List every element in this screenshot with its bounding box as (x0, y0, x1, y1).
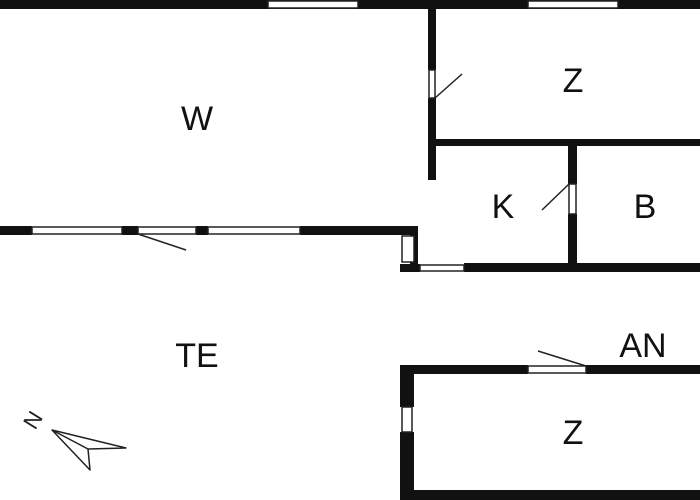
wall-w-te-mid2 (196, 226, 208, 235)
window-stub (401, 235, 415, 263)
room-label-living: W (181, 100, 213, 138)
window-z-top (527, 0, 619, 9)
door-frame-an-z (527, 365, 587, 374)
room-label-kitchen: K (492, 188, 515, 226)
room-label-annex: AN (619, 327, 666, 365)
room-label-bedroom-top: Z (563, 62, 584, 100)
wall-stub-bottom (400, 264, 420, 272)
wall-w-te-right (300, 226, 418, 235)
wall-w-z-lower (428, 98, 436, 180)
wall-w-te-mid (122, 226, 138, 235)
compass-needle-icon (51, 429, 89, 450)
wall-z-lower-top-left (400, 365, 528, 374)
door-frame-k-b (568, 183, 577, 215)
door-leaf-k-b (541, 183, 570, 211)
door-frame-w-te (137, 226, 197, 235)
north-arrow: N (18, 407, 127, 471)
door-leaf-an-z (537, 350, 587, 367)
room-label-bathroom: B (634, 188, 657, 226)
wall-z-lower-bottom (400, 490, 700, 500)
door-frame-w-z (428, 69, 436, 99)
wall-z-k (436, 139, 700, 146)
wall-k-b-upper (568, 146, 577, 184)
north-label: N (18, 407, 48, 434)
wall-k-b-lower (568, 214, 577, 266)
door-leaf-w-te (137, 233, 187, 251)
windows (31, 0, 619, 433)
room-label-bedroom-bottom: Z (563, 414, 584, 452)
window-w-te-left (31, 226, 123, 235)
window-kitchen-bottom (419, 264, 465, 272)
window-z-lower-left (401, 406, 413, 433)
wall-w-z-upper (428, 6, 436, 70)
window-w-te-right (207, 226, 301, 235)
window-w-top (267, 0, 359, 9)
wall-z-lower-left-a (400, 365, 414, 407)
door-leaf-w-z (434, 73, 463, 99)
wall-z-lower-top-right (586, 365, 700, 374)
wall-kb-bottom (464, 263, 700, 272)
wall-z-lower-left-b (400, 432, 414, 500)
doors (137, 69, 587, 374)
room-label-terrace: TE (175, 337, 218, 375)
wall-w-te-left (0, 226, 32, 235)
